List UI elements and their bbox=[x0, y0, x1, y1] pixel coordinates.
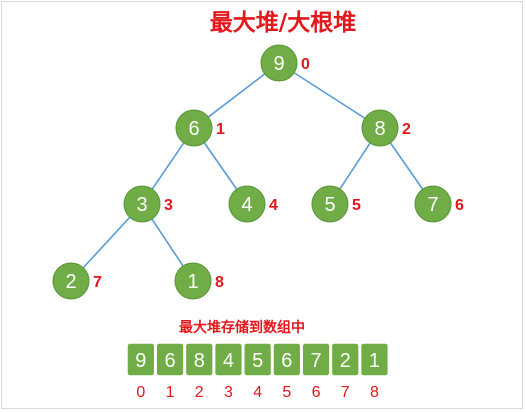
node-value: 1 bbox=[187, 271, 198, 293]
array-cell-1: 6 bbox=[155, 342, 185, 377]
node-index: 6 bbox=[455, 197, 464, 214]
node-index: 1 bbox=[216, 121, 225, 138]
array-index-label: 1 bbox=[166, 384, 175, 401]
node-index: 3 bbox=[164, 197, 173, 214]
node-value: 8 bbox=[374, 118, 385, 140]
array-cell-box bbox=[126, 342, 156, 377]
node-value: 6 bbox=[188, 118, 199, 140]
node-circle bbox=[174, 262, 212, 300]
array-cell-6: 7 bbox=[301, 342, 331, 377]
node-index: 4 bbox=[269, 197, 278, 214]
array-index-label: 4 bbox=[253, 384, 262, 401]
array-cell-value: 4 bbox=[223, 350, 234, 372]
tree-edge-1 bbox=[293, 72, 366, 119]
array-cell-box bbox=[184, 342, 214, 377]
array-cell-box bbox=[330, 342, 360, 377]
node-circle bbox=[311, 185, 349, 223]
tree-edge-2 bbox=[151, 142, 185, 190]
node-circle bbox=[123, 185, 161, 223]
array-index-label: 8 bbox=[370, 384, 379, 401]
node-value: 3 bbox=[136, 194, 147, 216]
array-cell-value: 6 bbox=[281, 350, 292, 372]
node-value: 4 bbox=[241, 194, 252, 216]
tree-edge-4 bbox=[339, 142, 371, 190]
array-index-label: 5 bbox=[282, 384, 291, 401]
tree-edge-3 bbox=[203, 142, 238, 190]
array-cell-box bbox=[301, 342, 331, 377]
array-cell-box bbox=[243, 342, 273, 377]
array-cell-0: 9 bbox=[126, 342, 156, 377]
node-value: 9 bbox=[273, 53, 284, 75]
tree-edges bbox=[82, 72, 424, 269]
node-index: 7 bbox=[93, 274, 102, 291]
node-value: 7 bbox=[427, 194, 438, 216]
array-cell-box bbox=[155, 342, 185, 377]
node-circle bbox=[175, 109, 213, 147]
array-index-label: 2 bbox=[195, 384, 204, 401]
array-cell-value: 2 bbox=[340, 350, 351, 372]
array-index-label: 0 bbox=[136, 384, 145, 401]
node-value: 2 bbox=[65, 271, 76, 293]
array-cell-2: 8 bbox=[184, 342, 214, 377]
diagram-title: 最大堆/大根堆 bbox=[210, 10, 356, 36]
array-cell-box bbox=[359, 342, 390, 377]
tree-edge-5 bbox=[389, 142, 424, 190]
node-circle bbox=[260, 44, 298, 82]
array-cell-7: 2 bbox=[330, 342, 360, 377]
array-cell-value: 6 bbox=[164, 350, 175, 372]
array-cell-8: 1 bbox=[359, 342, 390, 377]
array-cell-value: 8 bbox=[194, 350, 205, 372]
array-cell-value: 1 bbox=[369, 350, 380, 372]
array-cell-value: 9 bbox=[135, 350, 146, 372]
array-cell-box bbox=[213, 342, 244, 377]
tree-edge-6 bbox=[82, 216, 131, 269]
node-circle bbox=[414, 185, 452, 223]
tree-edge-0 bbox=[207, 73, 266, 118]
array-cell-box bbox=[272, 342, 302, 377]
array-cell-4: 5 bbox=[243, 342, 273, 377]
node-circle bbox=[52, 262, 90, 300]
array-caption: 最大堆存储到数组中 bbox=[179, 319, 305, 336]
node-index: 5 bbox=[352, 197, 361, 214]
tree-edge-7 bbox=[151, 218, 184, 267]
node-circle bbox=[228, 185, 266, 223]
node-index: 8 bbox=[215, 274, 224, 291]
array-cell-value: 5 bbox=[252, 350, 263, 372]
array-cell-3: 4 bbox=[213, 342, 244, 377]
array-index-label: 6 bbox=[312, 384, 321, 401]
node-index: 2 bbox=[402, 121, 411, 138]
array-cell-5: 6 bbox=[272, 342, 302, 377]
array-cell-value: 7 bbox=[310, 350, 321, 372]
node-index: 0 bbox=[301, 56, 310, 73]
array-index-label: 3 bbox=[224, 384, 233, 401]
node-value: 5 bbox=[324, 194, 335, 216]
node-circle bbox=[361, 109, 399, 147]
array-index-label: 7 bbox=[341, 384, 350, 401]
